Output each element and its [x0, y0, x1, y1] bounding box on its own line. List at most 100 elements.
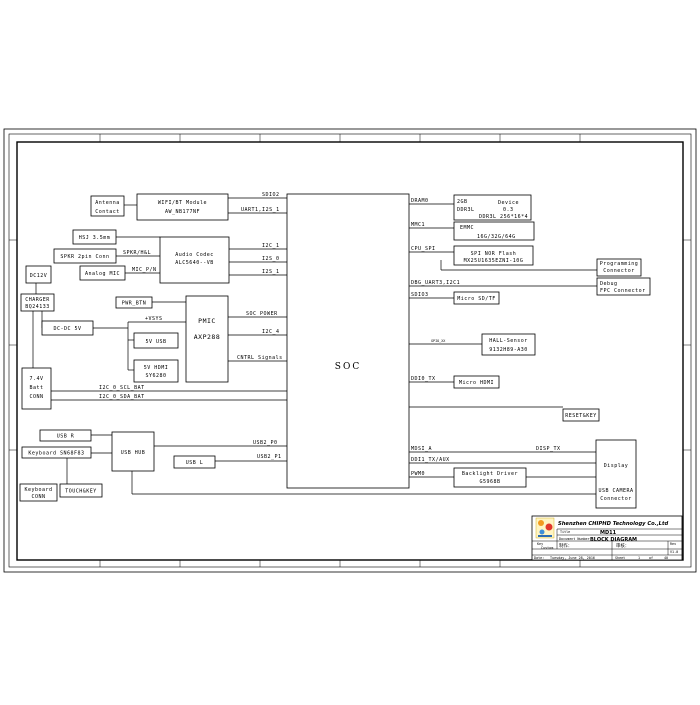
dc12v-box: [25, 265, 52, 284]
usb5v-label: 5V USB: [145, 339, 166, 345]
dcdc-label: DC-DC 5V: [53, 326, 81, 332]
usb5v-box: [133, 332, 179, 349]
usb-r-box: [39, 429, 92, 442]
sig-i2c0-scl: I2C_0_SCL_BAT: [99, 385, 145, 391]
sig-gpio: GPIO_XX: [431, 339, 446, 343]
usb-l-box: [173, 455, 216, 469]
sig-usb2-p0: USB2_P0: [253, 440, 278, 446]
tb-reviewer: 审核：: [616, 542, 629, 549]
dram-box: [453, 194, 532, 221]
hall-label-1: HALL-Sensor: [489, 338, 528, 344]
charger-label-2: BQ24133: [25, 304, 50, 310]
tb-custom-label: Custom: [541, 546, 553, 550]
pmic-box: [185, 295, 229, 383]
backlight-label-2: G5968B: [479, 479, 500, 485]
tb-key-label: Key: [537, 542, 543, 546]
sig-cntrl: CNTRL Signals: [237, 355, 283, 361]
hall-label-2: 9132H89-A30: [489, 347, 528, 353]
tb-docnum: BLOCK DIAGRAM: [590, 537, 637, 543]
analog-mic-label: Analog MIC: [85, 271, 120, 277]
inner-border: [8, 133, 692, 568]
sig-sdio3: SDIO3: [411, 292, 429, 298]
spi-flash-box: [453, 245, 534, 266]
company-logo: [535, 517, 555, 539]
sig-spkr-hl: SPKR/H&L: [123, 250, 151, 256]
spi-flash-label-1: SPI NOR Flash: [471, 251, 517, 257]
batt-box: [21, 367, 52, 410]
keyboard-ic-label: Keyboard SN68F83: [28, 451, 84, 457]
tb-title: MD11: [600, 530, 617, 536]
tb-maker: 制作：: [559, 542, 572, 549]
hsj-box: [72, 229, 117, 245]
tb-date-label: Date:: [534, 556, 544, 560]
micro-hdmi-box: [453, 375, 500, 389]
audio-codec-label-2: ALC5640--VB: [175, 260, 214, 266]
dram-label-5: DDR3L 256*16*4: [479, 214, 528, 220]
display-label: Display: [604, 463, 629, 469]
usb-l-label: USB L: [186, 460, 204, 466]
spi-flash-label-2: MX25U1635EZNI-10G: [464, 258, 524, 264]
micro-sd-label: Micro SD/TF: [457, 296, 496, 302]
usb-camera-label-2: Connector: [600, 496, 632, 502]
spkr-conn-box: [53, 248, 117, 264]
tb-rev: V1.0: [670, 550, 678, 554]
backlight-label-1: Backlight Driver: [462, 471, 518, 477]
usb-hub-box: [111, 431, 155, 472]
sig-cpu-spi: CPU_SPI: [411, 246, 436, 252]
usb-hub-label: USB HUB: [121, 450, 146, 456]
keyboard-conn-box: [19, 483, 58, 502]
audio-codec-label-1: Audio Codec: [175, 252, 214, 258]
keyboard-ic-box: [21, 446, 92, 459]
tb-sheet: 1: [638, 556, 640, 560]
wires: [32, 197, 597, 495]
sig-ddi0: DDI0_TX: [411, 376, 436, 382]
soc-box: [286, 193, 410, 489]
batt-label-3: CONN: [29, 394, 43, 400]
zone-ticks: [9, 134, 691, 567]
sig-sdio2: SDIO2: [262, 192, 280, 198]
touch-key-label: TOUCH&KEY: [65, 489, 97, 495]
sig-usb2-p1: USB2_P1: [257, 454, 282, 460]
dram-label-2: DDR3L: [457, 207, 475, 213]
pmic-label-1: PMIC: [198, 317, 216, 325]
emmc-box: [453, 221, 535, 241]
sig-mdsi: MDSI_A: [411, 446, 432, 452]
sig-i2s1: I2S_1: [262, 269, 280, 275]
sig-i2c4: I2C_4: [262, 329, 280, 335]
sig-ddi1: DDI1_TX/AUX: [411, 457, 450, 463]
dc12v-label: DC12V: [30, 273, 48, 279]
audio-codec-box: [159, 236, 230, 284]
analog-mic-box: [79, 265, 126, 281]
tb-of-label: of: [649, 556, 653, 560]
wifi-box: [136, 193, 229, 221]
reset-key-box: [562, 408, 600, 422]
tb-docnum-label: Document Number: [559, 537, 590, 541]
reset-key-label: RESET&KEY: [565, 413, 597, 419]
prog-conn-box: [596, 258, 642, 277]
emmc-label-1: EMMC: [460, 225, 474, 231]
signal-labels: SDIO2 UART1,I2S_1 I2C_1 I2S_0 I2S_1 SPKR…: [99, 192, 561, 477]
wifi-label-2: AW_NB177NF: [165, 209, 200, 215]
title-block: Shenzhen CHIPHD Technology Co.,Ltd Title…: [531, 515, 683, 561]
sig-uart1: UART1,I2S_1: [241, 207, 280, 213]
hdmi5v-label-2: SY6280: [145, 373, 166, 379]
sig-i2s0: I2S_0: [262, 256, 280, 262]
micro-sd-box: [453, 291, 500, 305]
emmc-label-2: 16G/32G/64G: [477, 234, 516, 240]
batt-label-2: Batt: [29, 385, 43, 391]
antenna-label-2: Contact: [95, 209, 120, 215]
antenna-label-1: Antenna: [95, 200, 120, 206]
sig-pwm0: PWM0: [411, 471, 425, 477]
debug-conn-box: [596, 277, 651, 296]
backlight-box: [453, 467, 527, 488]
tb-date: Tuesday, June 28, 2016: [550, 556, 595, 560]
sig-dbg-uart: DBG_UART3,I2C1: [411, 280, 460, 286]
sig-vsys: +VSYS: [145, 316, 163, 322]
micro-hdmi-label: Micro HDMI: [459, 380, 494, 386]
prog-conn-label-1: Programming: [600, 261, 639, 267]
debug-conn-label-2: FPC Connector: [600, 288, 646, 294]
hall-box: [481, 333, 536, 356]
sig-disp-tx: DISP_TX: [536, 446, 561, 452]
tb-rev-label: Rev: [670, 542, 676, 546]
